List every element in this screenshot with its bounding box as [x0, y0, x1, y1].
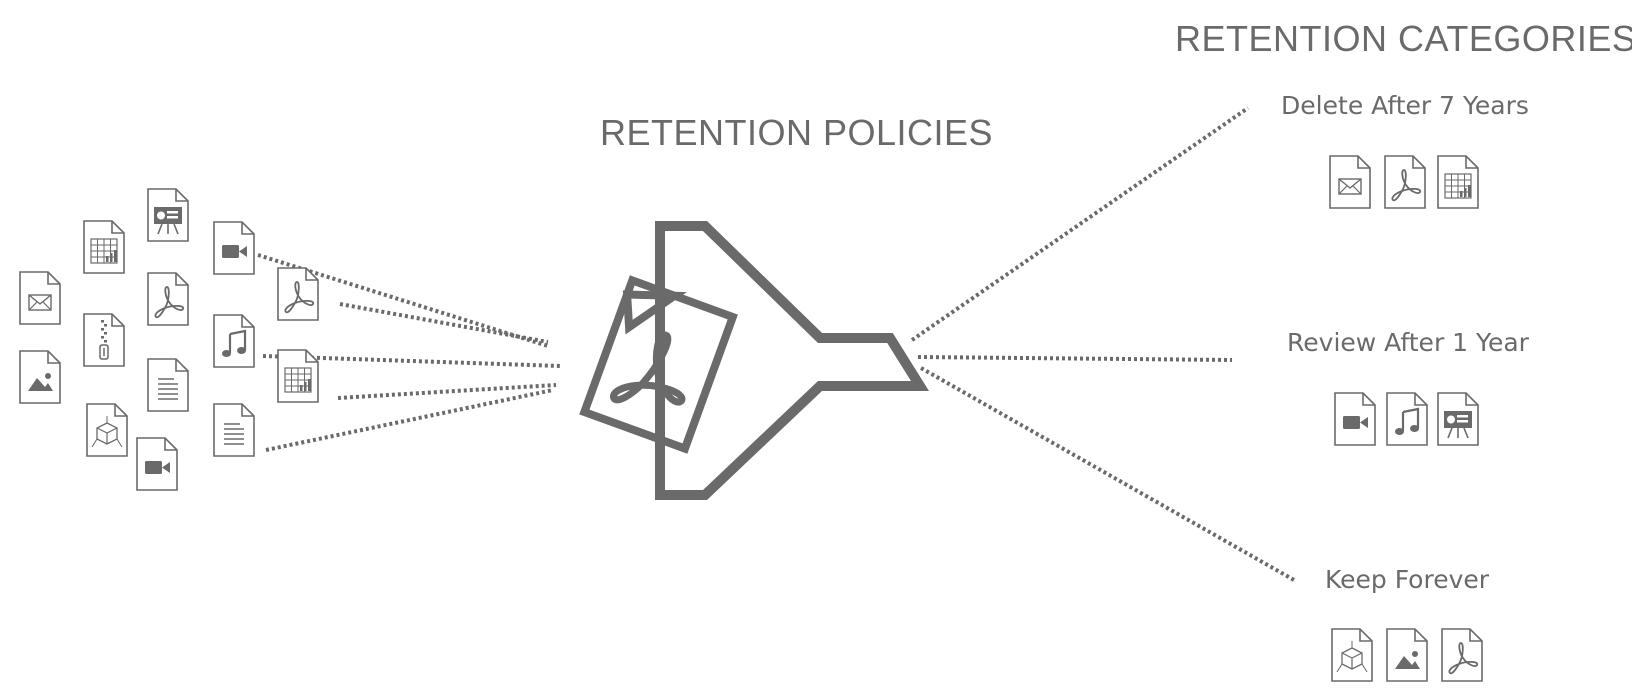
file-icons [19, 155, 1483, 682]
email-icon [19, 271, 61, 325]
flow-line [910, 106, 1250, 342]
music-icon [213, 314, 255, 368]
pdf-icon [277, 267, 319, 321]
3d-model-icon [1331, 628, 1373, 682]
flow-line [265, 388, 554, 452]
video-icon [136, 437, 178, 491]
pdf-icon [1384, 155, 1426, 209]
spreadsheet-icon [1437, 155, 1479, 209]
video-icon [213, 221, 255, 275]
music-icon [1386, 392, 1428, 446]
flow-lines [257, 106, 1295, 582]
spreadsheet-icon [83, 220, 125, 274]
category-label-review-after-1-year: Review After 1 Year [1287, 328, 1529, 357]
image-icon [1386, 628, 1428, 682]
category-label-keep-forever: Keep Forever [1324, 565, 1490, 594]
funnel-group [579, 221, 930, 500]
zip-icon [83, 313, 125, 367]
flow-line [917, 355, 1233, 362]
flow-line [337, 383, 557, 400]
3d-model-icon [86, 403, 128, 457]
text-document-icon [213, 403, 255, 457]
email-icon [1329, 155, 1371, 209]
image-icon [19, 350, 61, 404]
video-icon [1334, 392, 1376, 446]
flow-line [920, 366, 1295, 582]
pdf-icon [1441, 628, 1483, 682]
policies-heading: RETENTION POLICIES [600, 112, 994, 153]
presentation-icon [147, 188, 189, 242]
pdf-icon [147, 272, 189, 326]
categories-heading: RETENTION CATEGORIES [1175, 18, 1632, 59]
category-label-delete-after-7-years: Delete After 7 Years [1281, 91, 1529, 120]
funnel-icon [655, 221, 930, 500]
presentation-icon [1437, 392, 1479, 446]
flow-line [339, 302, 549, 344]
text-document-icon [147, 358, 189, 412]
spreadsheet-icon [277, 349, 319, 403]
